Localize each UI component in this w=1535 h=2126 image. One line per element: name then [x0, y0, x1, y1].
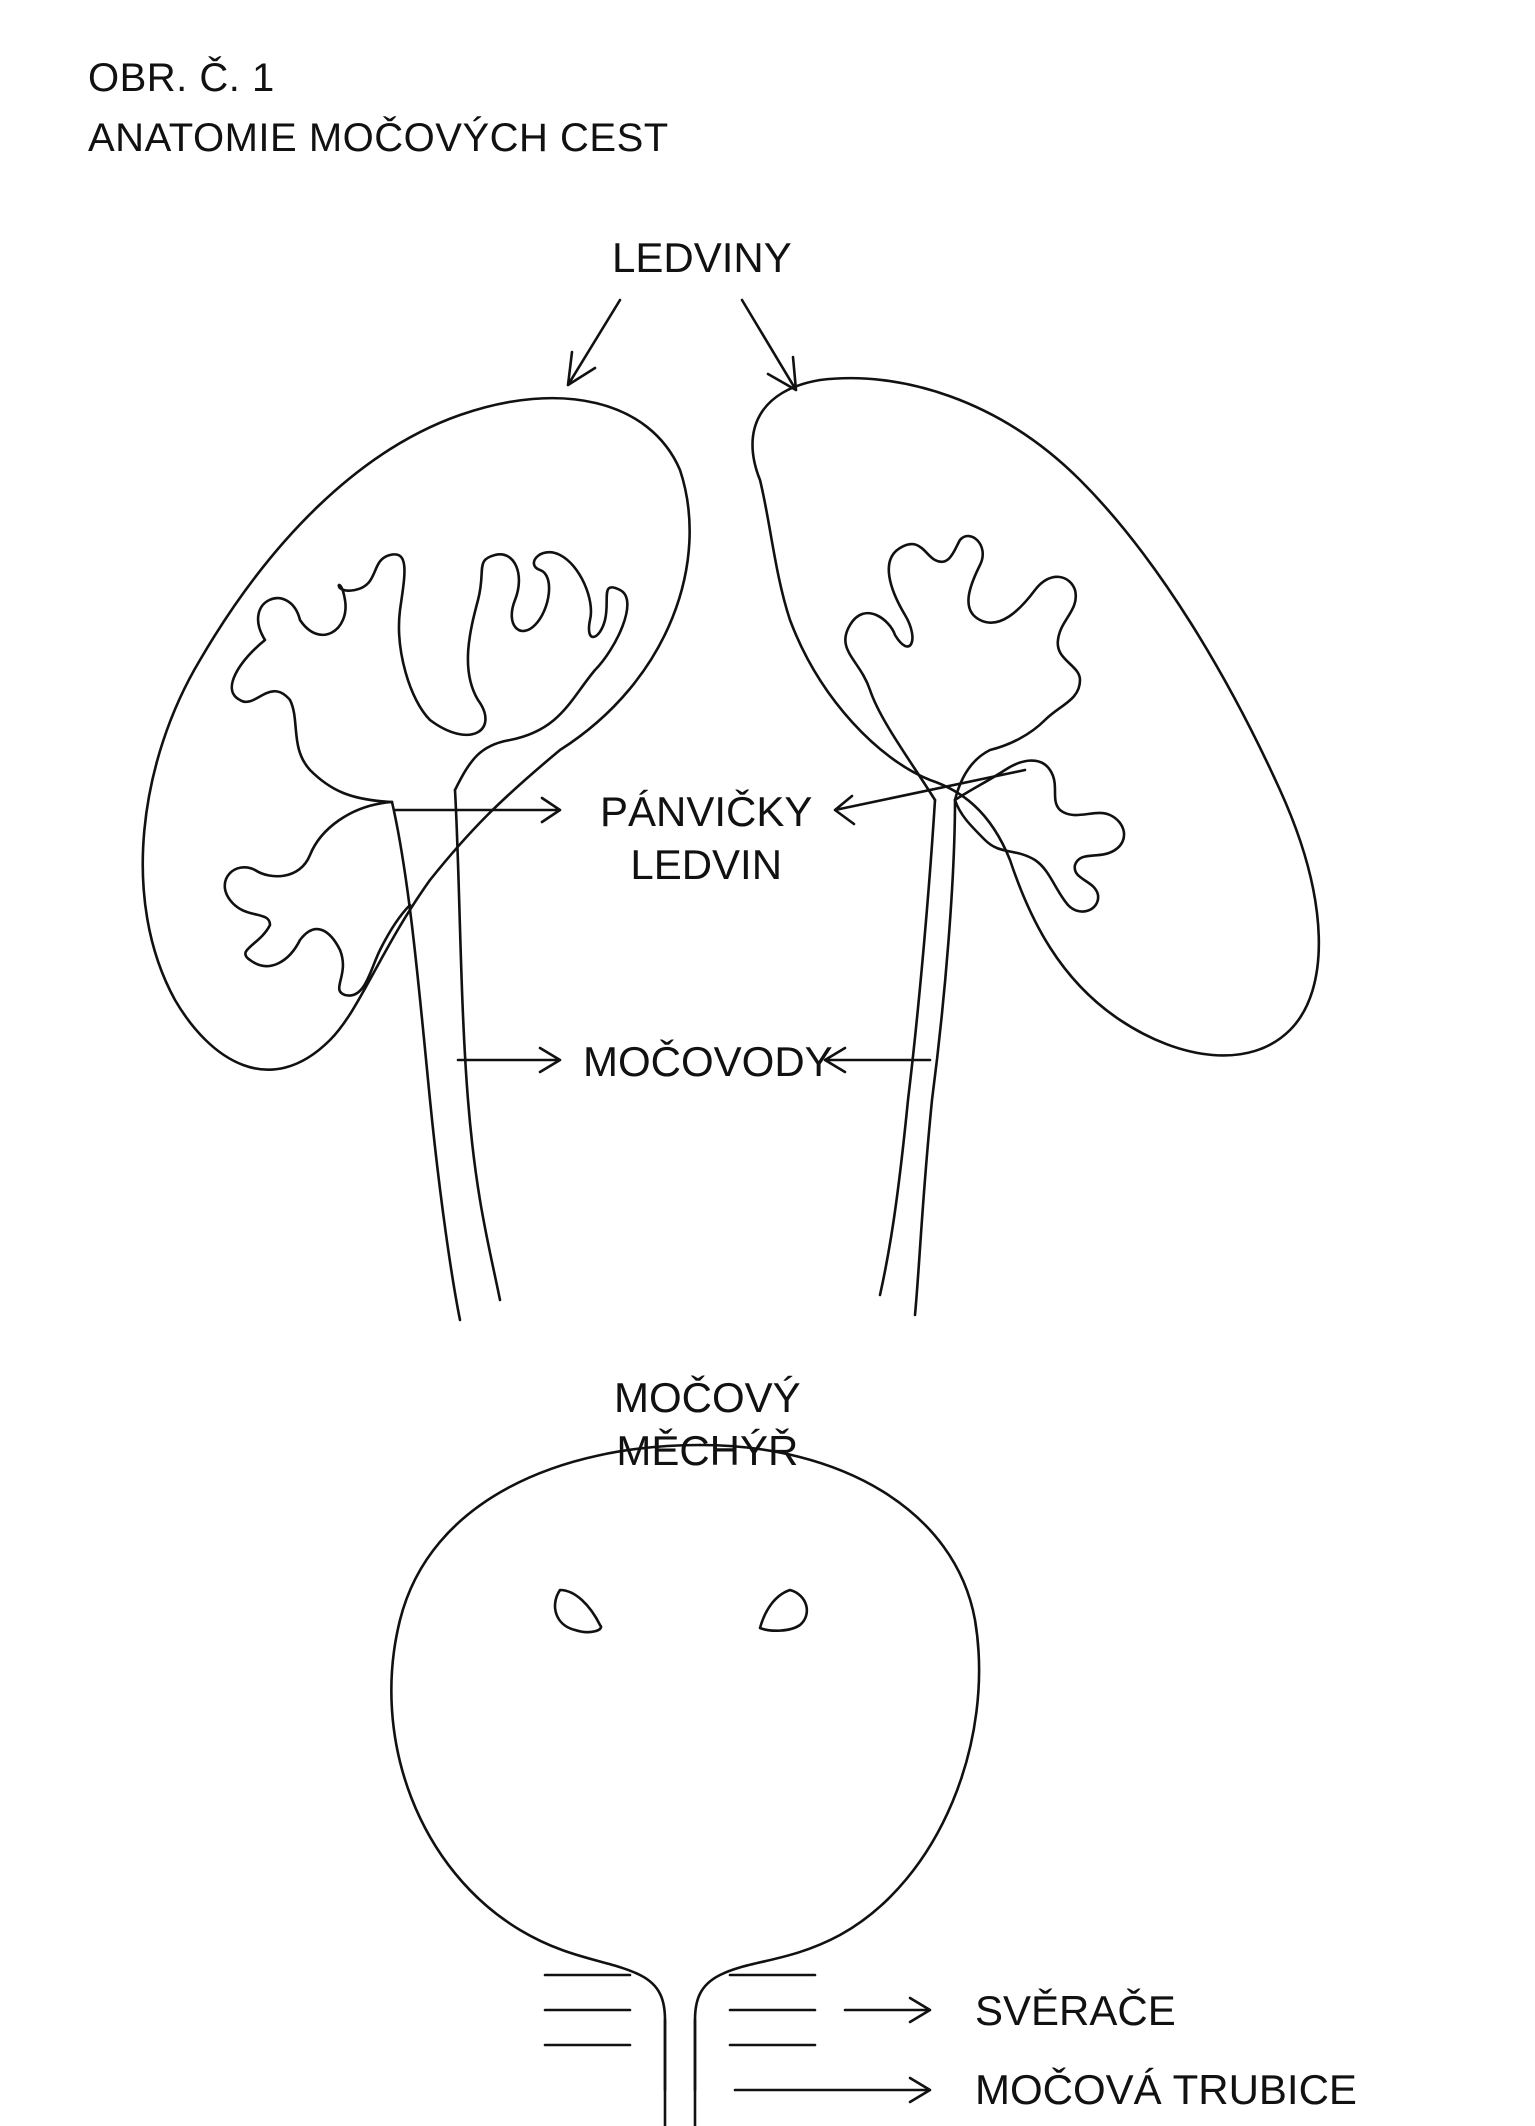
- right-ureter-outer: [913, 798, 957, 1317]
- arrow-urethra: [733, 2076, 932, 2104]
- right-ureter-inner: [878, 798, 937, 1297]
- left-ureter-inner: [453, 788, 502, 1302]
- kidney-arrows: [566, 298, 798, 392]
- right-renal-pelvis: [844, 534, 1082, 802]
- arrow-left-ureter: [456, 1046, 562, 1074]
- left-renal-pelvis-lower: [223, 800, 412, 997]
- label-bladder: MOČOVÝ MĚCHÝŘ: [614, 1372, 801, 1477]
- label-sphincters: SVĚRAČE: [975, 1987, 1176, 2034]
- label-ureters: MOČOVODY: [583, 1038, 833, 1085]
- right-kidney-outline: [751, 376, 1321, 1057]
- label-renal-pelvis-line1: PÁNVIČKY: [600, 788, 813, 835]
- arrow-sphincters: [843, 1996, 932, 2024]
- label-renal-pelvis: PÁNVIČKY LEDVIN: [600, 786, 812, 891]
- arrow-right-ureter: [823, 1046, 932, 1074]
- label-bladder-line2: MĚCHÝŘ: [616, 1426, 799, 1474]
- label-arrows: [393, 768, 1027, 2104]
- left-kidney: [141, 396, 691, 1071]
- left-kidney-outline: [141, 396, 691, 1071]
- bladder-outline-right: [693, 1443, 981, 2092]
- label-renal-pelvis-line2: LEDVIN: [630, 840, 783, 888]
- right-ureter-orifice: [758, 1588, 809, 1632]
- left-renal-pelvis: [230, 551, 629, 804]
- left-ureter-orifice: [553, 1588, 603, 1634]
- sphincter-marks: [543, 1973, 817, 2047]
- urethra: [663, 2018, 697, 2126]
- right-kidney: [751, 376, 1321, 1057]
- arrow-to-right-kidney: [740, 298, 798, 392]
- arrow-left-pelvis: [393, 796, 562, 824]
- label-kidneys: LEDVINY: [612, 234, 792, 281]
- figure-title: ANATOMIE MOČOVÝCH CEST: [88, 116, 669, 160]
- arrow-to-left-kidney: [566, 298, 622, 387]
- label-urethra: MOČOVÁ TRUBICE: [975, 2066, 1357, 2113]
- left-ureter-outer: [390, 800, 462, 1322]
- right-renal-pelvis-lower: [953, 759, 1126, 913]
- figure-number: OBR. Č. 1: [88, 56, 275, 100]
- label-bladder-line1: MOČOVÝ: [614, 1374, 801, 1421]
- ureters: [390, 788, 957, 1322]
- arrow-right-pelvis: [833, 768, 1027, 826]
- bladder: [390, 1443, 981, 2092]
- bladder-outline: [390, 1443, 702, 2092]
